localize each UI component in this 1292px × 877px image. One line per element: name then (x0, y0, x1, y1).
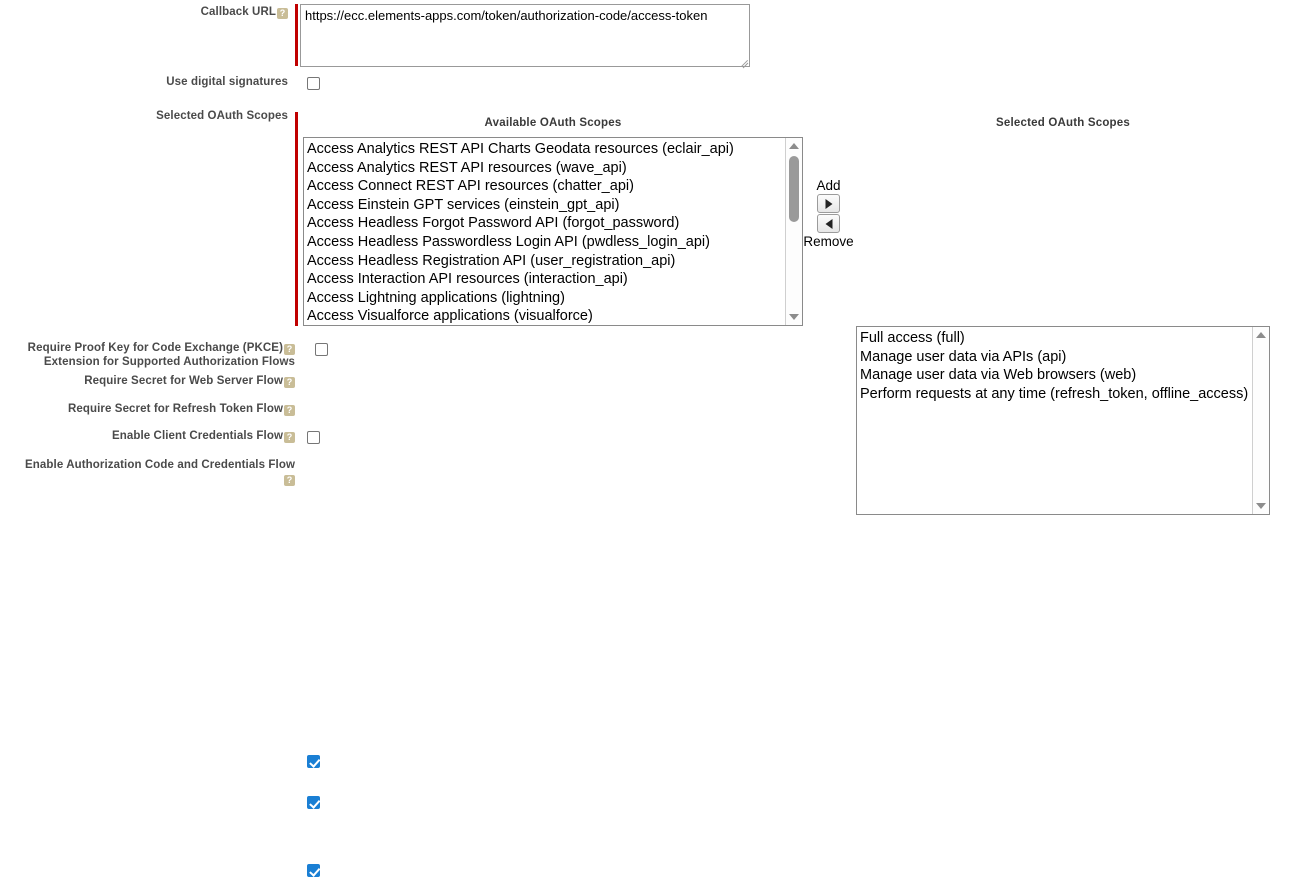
list-item[interactable]: Access Einstein GPT services (einstein_g… (307, 196, 620, 213)
enable-client-credentials-flow-checkbox[interactable] (307, 431, 320, 444)
add-button-label: Add (816, 178, 841, 193)
callback-url-label: Callback URL? (150, 5, 288, 19)
selected-oauth-scopes-label-text: Selected OAuth Scopes (156, 110, 288, 122)
remove-scope-button[interactable] (817, 214, 840, 233)
list-item[interactable]: Access Interaction API resources (intera… (307, 271, 628, 288)
add-scope-button[interactable] (817, 194, 840, 213)
remove-button-label: Remove (803, 234, 854, 249)
list-item[interactable]: Access Headless Registration API (user_r… (307, 252, 676, 269)
require-secret-refresh-token-flow-label-text: Require Secret for Refresh Token Flow (67, 403, 283, 415)
scroll-down-arrow-icon[interactable] (1253, 498, 1269, 514)
enable-client-credentials-flow-label-text: Enable Client Credentials Flow (111, 430, 283, 442)
available-list-scrollbar[interactable] (785, 138, 802, 325)
list-item[interactable]: Perform requests at any time (refresh_to… (860, 385, 1249, 402)
available-oauth-scopes-title: Available OAuth Scopes (484, 117, 622, 129)
require-secret-web-server-flow-label-text: Require Secret for Web Server Flow (84, 375, 283, 387)
selected-oauth-scopes-options[interactable]: Full access (full) Manage user data via … (857, 327, 1252, 514)
pkce-label-line2: Extension for Supported Authorization Fl… (43, 356, 295, 368)
pkce-label-line1: Require Proof Key for Code Exchange (PKC… (27, 342, 283, 354)
help-icon[interactable]: ? (284, 377, 295, 388)
selected-list-scrollbar[interactable] (1252, 327, 1269, 514)
use-digital-signatures-label: Use digital signatures (120, 75, 288, 89)
help-icon[interactable]: ? (277, 8, 288, 19)
oauth-scopes-required-indicator (295, 112, 298, 326)
callback-url-required-indicator (295, 4, 298, 66)
list-item[interactable]: Manage user data via Web browsers (web) (860, 367, 1137, 384)
use-digital-signatures-label-text: Use digital signatures (166, 76, 288, 88)
scrollbar-thumb[interactable] (789, 156, 799, 222)
use-digital-signatures-checkbox[interactable] (307, 77, 320, 90)
list-item[interactable]: Access Analytics REST API resources (wav… (307, 159, 627, 176)
list-item[interactable]: Access Analytics REST API Charts Geodata… (307, 141, 734, 157)
available-oauth-scopes-listbox[interactable]: Access Analytics REST API Charts Geodata… (303, 137, 803, 326)
selected-oauth-scopes-title: Selected OAuth Scopes (996, 117, 1130, 129)
help-icon[interactable]: ? (284, 475, 295, 486)
list-item[interactable]: Access Headless Forgot Password API (for… (307, 215, 680, 232)
help-icon[interactable]: ? (284, 405, 295, 416)
scroll-up-arrow-icon[interactable] (1253, 327, 1269, 343)
list-item[interactable]: Full access (full) (860, 330, 965, 346)
enable-auth-code-credentials-flow-checkbox[interactable] (307, 864, 320, 877)
pkce-checkbox[interactable] (315, 343, 328, 356)
move-buttons-group: Add Remove (803, 178, 854, 249)
enable-auth-code-credentials-flow-label-text: Enable Authorization Code and Credential… (25, 459, 295, 471)
require-secret-web-server-flow-label: Require Secret for Web Server Flow? (20, 374, 295, 388)
list-item[interactable]: Access Connect REST API resources (chatt… (307, 178, 634, 195)
callback-url-label-text: Callback URL (200, 6, 276, 18)
selected-oauth-scopes-label: Selected OAuth Scopes (120, 109, 288, 123)
pkce-label: Require Proof Key for Code Exchange (PKC… (20, 341, 295, 369)
help-icon[interactable]: ? (284, 344, 295, 355)
list-item[interactable]: Access Visualforce applications (visualf… (307, 308, 593, 325)
require-secret-refresh-token-flow-label: Require Secret for Refresh Token Flow? (20, 402, 295, 416)
list-item[interactable]: Manage user data via APIs (api) (860, 348, 1067, 365)
require-secret-refresh-token-flow-checkbox[interactable] (307, 796, 320, 809)
list-item[interactable]: Access Headless Passwordless Login API (… (307, 233, 710, 250)
help-icon[interactable]: ? (284, 432, 295, 443)
enable-client-credentials-flow-label: Enable Client Credentials Flow? (20, 429, 295, 443)
callback-url-input[interactable] (300, 4, 750, 67)
enable-auth-code-credentials-flow-label: Enable Authorization Code and Credential… (20, 458, 295, 486)
require-secret-web-server-flow-checkbox[interactable] (307, 755, 320, 768)
scroll-up-arrow-icon[interactable] (786, 138, 802, 154)
list-item[interactable]: Access Lightning applications (lightning… (307, 289, 565, 306)
available-oauth-scopes-options[interactable]: Access Analytics REST API Charts Geodata… (304, 138, 785, 325)
scroll-down-arrow-icon[interactable] (786, 309, 802, 325)
selected-oauth-scopes-listbox[interactable]: Full access (full) Manage user data via … (856, 326, 1270, 515)
